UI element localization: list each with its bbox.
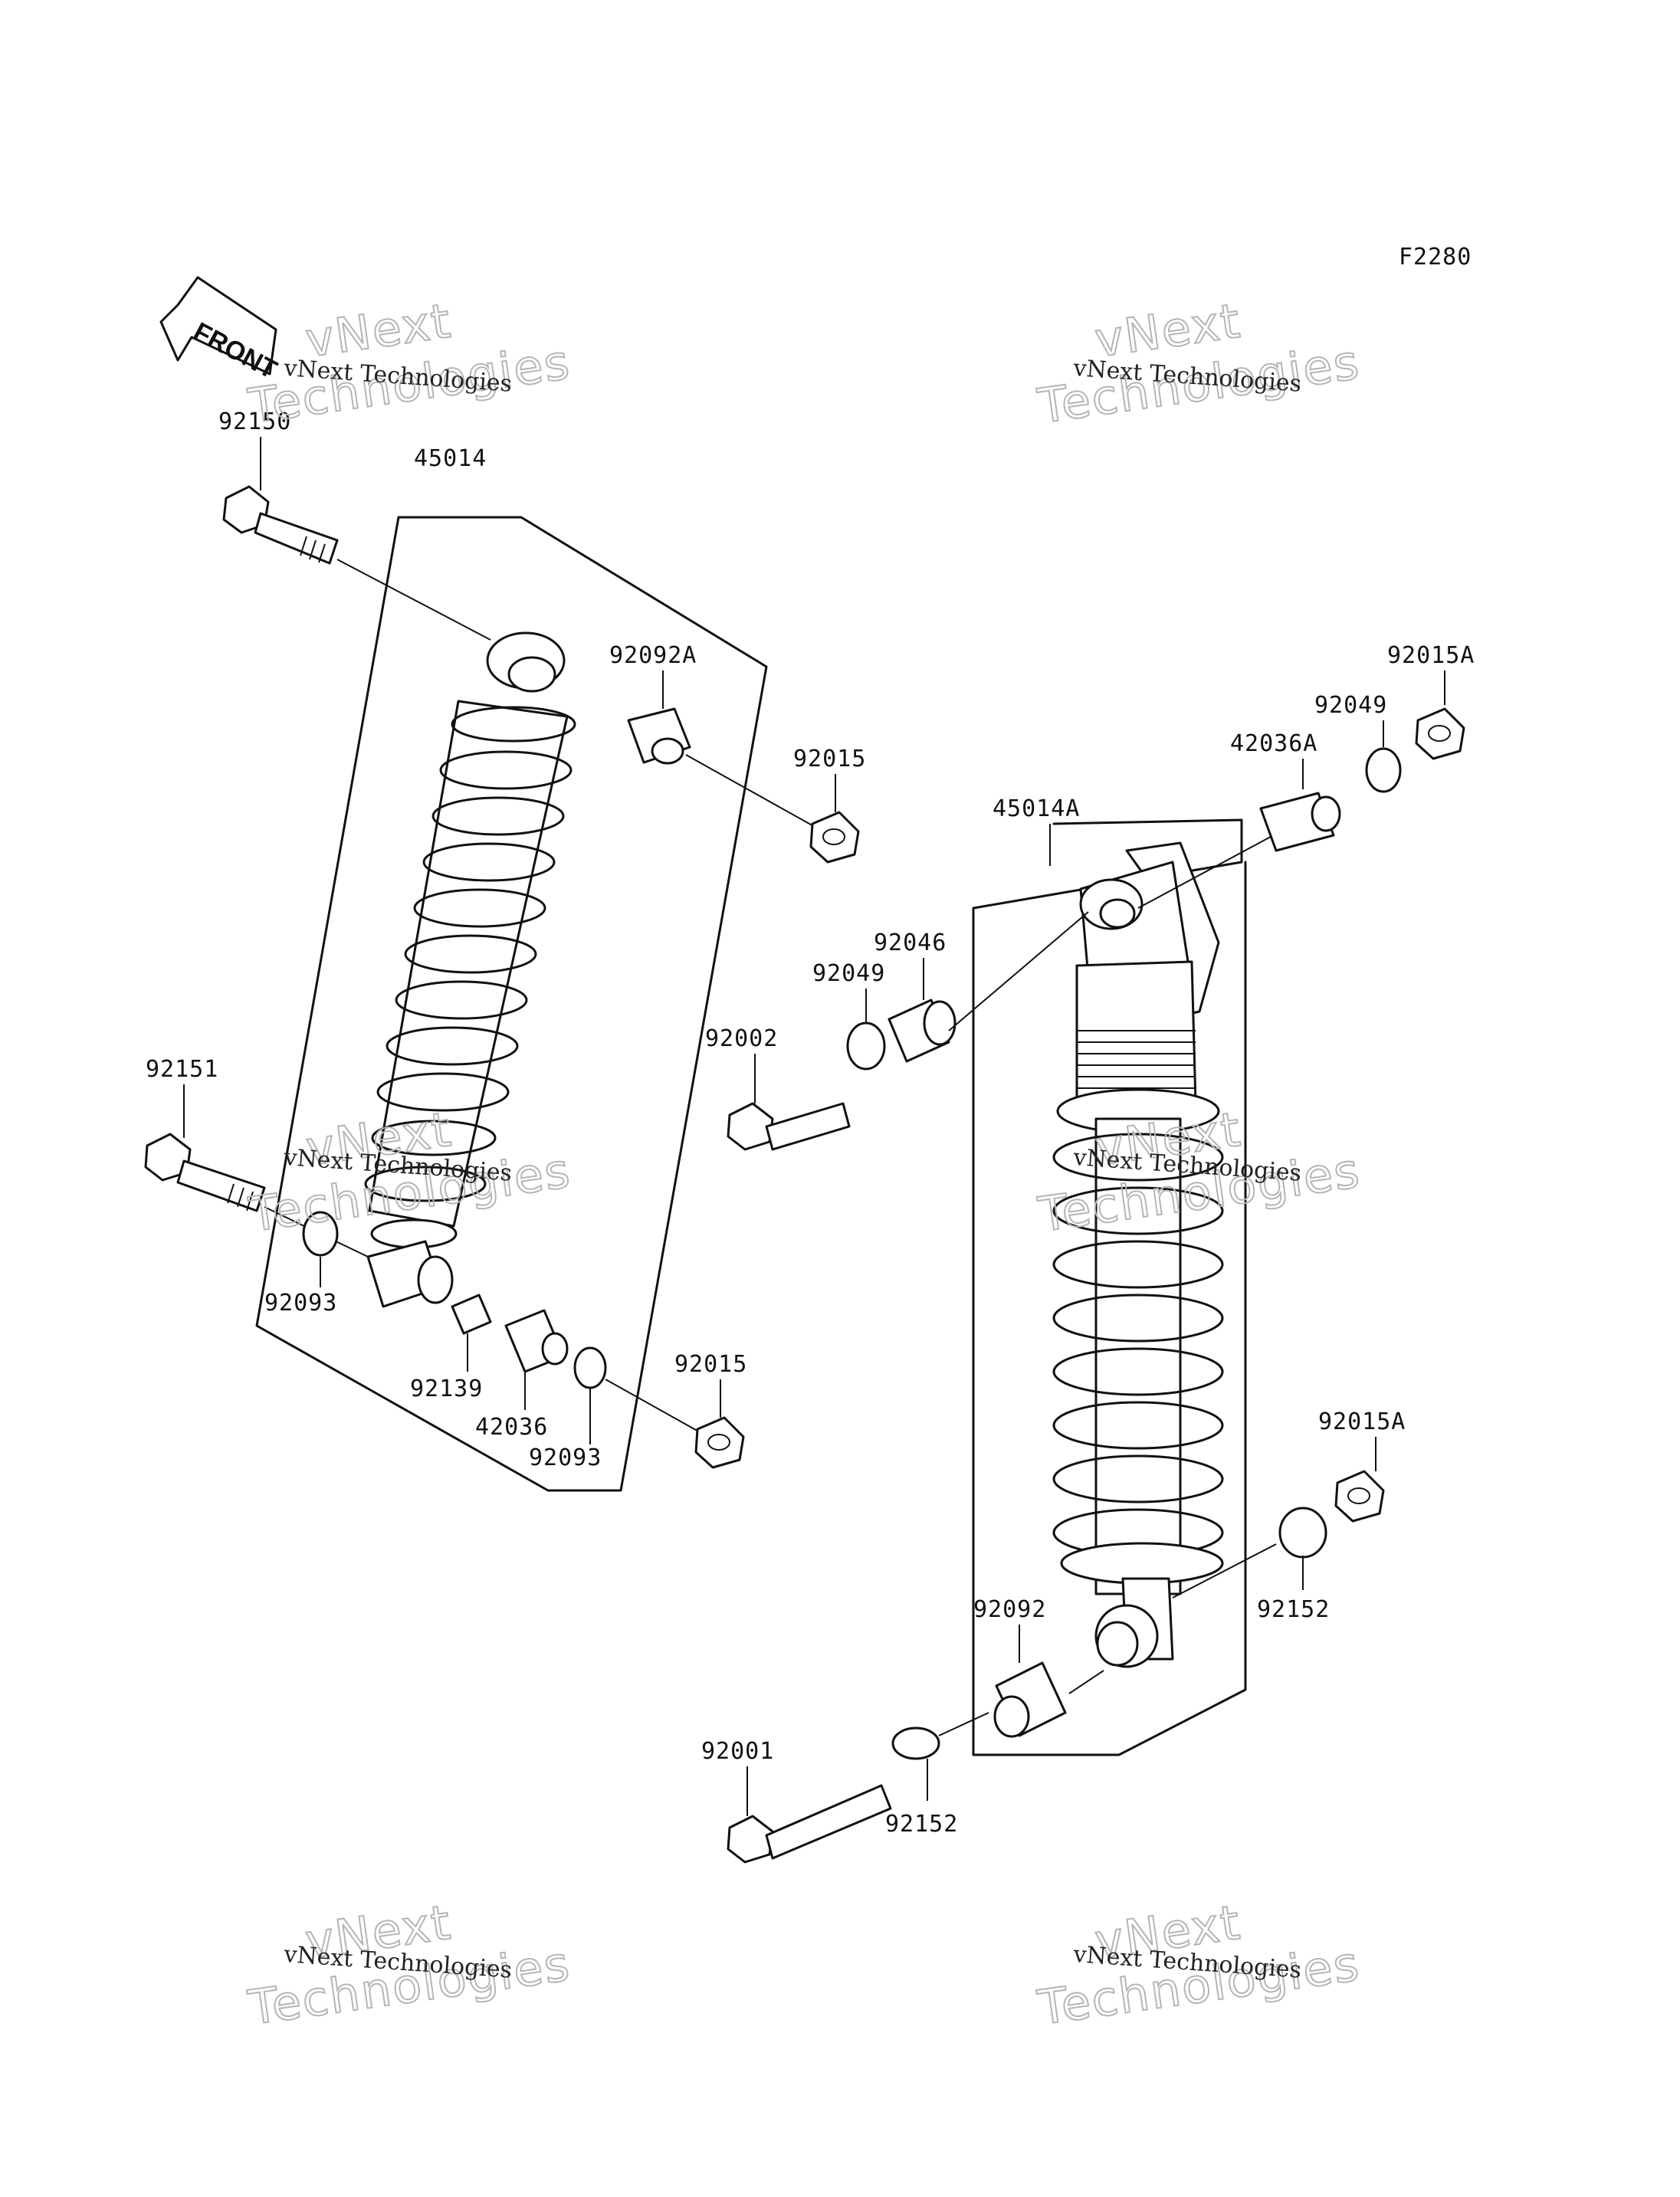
label-92093-bottom: 92093 <box>529 1444 602 1471</box>
bush-92046 <box>888 998 956 1063</box>
label-92092: 92092 <box>973 1596 1046 1623</box>
label-92049-mid: 92049 <box>812 960 885 987</box>
bush-92139 <box>451 1294 492 1335</box>
label-92092A: 92092A <box>609 642 697 669</box>
label-92093-left: 92093 <box>264 1290 337 1317</box>
bush-92092 <box>993 1661 1067 1738</box>
label-92015A-top: 92015A <box>1387 642 1475 669</box>
label-92002: 92002 <box>705 1025 778 1052</box>
label-92015-bottom: 92015 <box>674 1351 747 1378</box>
left-shock-top-eye <box>486 631 566 693</box>
front-arrow-icon: FRONT <box>159 276 282 385</box>
leader-lower-nut <box>605 1379 702 1434</box>
right-shock-assembly <box>1052 841 1224 1668</box>
bolt-92001 <box>727 1784 892 1864</box>
leader-bolt-axis <box>336 559 491 641</box>
label-92046: 92046 <box>874 930 947 956</box>
label-42036: 42036 <box>475 1414 548 1441</box>
bracket-45014 <box>255 516 768 1492</box>
label-92150: 92150 <box>218 408 291 435</box>
bush-92092A <box>627 707 691 765</box>
label-92139: 92139 <box>410 1376 483 1402</box>
nut-92015-bottom <box>694 1416 745 1469</box>
washer-92093-bottom <box>573 1346 607 1389</box>
label-45014: 45014 <box>414 445 487 472</box>
nut-92015-top <box>809 811 860 864</box>
washer-92152-right <box>1278 1507 1327 1559</box>
label-45014A: 45014A <box>993 795 1080 822</box>
collar-lower-eye <box>366 1240 454 1308</box>
washer-92093-left <box>302 1211 339 1257</box>
label-92152-right: 92152 <box>1257 1596 1330 1623</box>
label-92015A-bottom: 92015A <box>1318 1408 1406 1435</box>
label-92151: 92151 <box>146 1056 218 1083</box>
bolt-92150 <box>222 485 339 565</box>
bolt-92151 <box>144 1133 266 1212</box>
label-92049-right: 92049 <box>1314 692 1387 719</box>
nut-92015A-top <box>1415 707 1465 760</box>
collar-42036 <box>504 1309 569 1373</box>
bracket-45014A <box>972 818 1247 1756</box>
collar-42036A <box>1259 792 1341 852</box>
washer-92049-mid <box>846 1021 886 1071</box>
label-92001: 92001 <box>701 1738 774 1765</box>
washer-92049-right <box>1365 747 1402 793</box>
washer-92152-bottom <box>891 1726 940 1760</box>
nut-92015A-bottom <box>1334 1470 1385 1523</box>
label-92015-top: 92015 <box>793 746 866 772</box>
leader-axis-top <box>685 754 817 828</box>
label-92152-bottom: 92152 <box>885 1811 958 1838</box>
figure-code: F2280 <box>1399 244 1472 271</box>
bolt-92002 <box>727 1102 851 1151</box>
left-shock-assembly <box>364 700 576 1249</box>
label-42036A: 42036A <box>1230 730 1317 757</box>
